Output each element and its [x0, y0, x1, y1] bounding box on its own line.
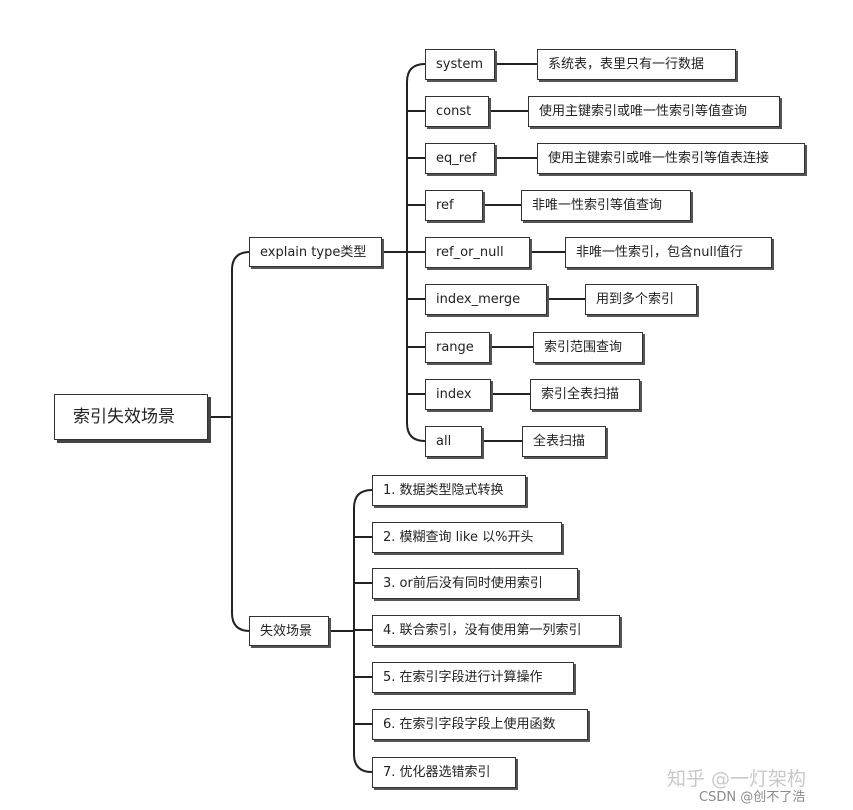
branch-explain-type: explain type类型	[249, 237, 382, 267]
scenario-3: 3. or前后没有同时使用索引	[372, 568, 578, 599]
type-ref: ref	[425, 190, 483, 221]
connector-line	[231, 251, 251, 632]
type-system: system	[425, 49, 495, 80]
scenario-1: 1. 数据类型隐式转换	[372, 475, 526, 506]
type-index: index	[425, 379, 491, 410]
type-eq-ref-desc: 使用主键索引或唯一性索引等值表连接	[537, 143, 805, 174]
csdn-watermark: CSDN @创不了浩	[699, 790, 806, 805]
type-ref-or-null: ref_or_null	[425, 237, 530, 268]
type-index-merge-desc: 用到多个索引	[585, 284, 697, 315]
type-ref-or-null-desc: 非唯一性索引，包含null值行	[565, 237, 772, 268]
type-const: const	[425, 96, 489, 127]
type-all: all	[425, 426, 482, 457]
branch-failure-scenarios: 失效场景	[249, 616, 329, 646]
type-index-merge: index_merge	[425, 284, 547, 315]
type-ref-desc: 非唯一性索引等值查询	[521, 190, 691, 221]
type-system-desc: 系统表，表里只有一行数据	[537, 49, 736, 80]
scenario-6: 6. 在索引字段字段上使用函数	[372, 709, 588, 740]
type-range-desc: 索引范围查询	[533, 332, 643, 363]
type-range: range	[425, 332, 490, 363]
type-eq-ref: eq_ref	[425, 143, 495, 174]
scenario-4: 4. 联合索引，没有使用第一列索引	[372, 615, 620, 646]
scenario-7: 7. 优化器选错索引	[372, 757, 516, 788]
root-node: 索引失效场景	[54, 394, 208, 440]
type-index-desc: 索引全表扫描	[530, 379, 640, 410]
scenario-2: 2. 模糊查询 like 以%开头	[372, 522, 562, 553]
zhihu-watermark: 知乎 @一灯架构	[667, 768, 807, 790]
type-const-desc: 使用主键索引或唯一性索引等值查询	[528, 96, 780, 127]
scenario-5: 5. 在索引字段进行计算操作	[372, 662, 574, 693]
type-all-desc: 全表扫描	[522, 426, 606, 457]
